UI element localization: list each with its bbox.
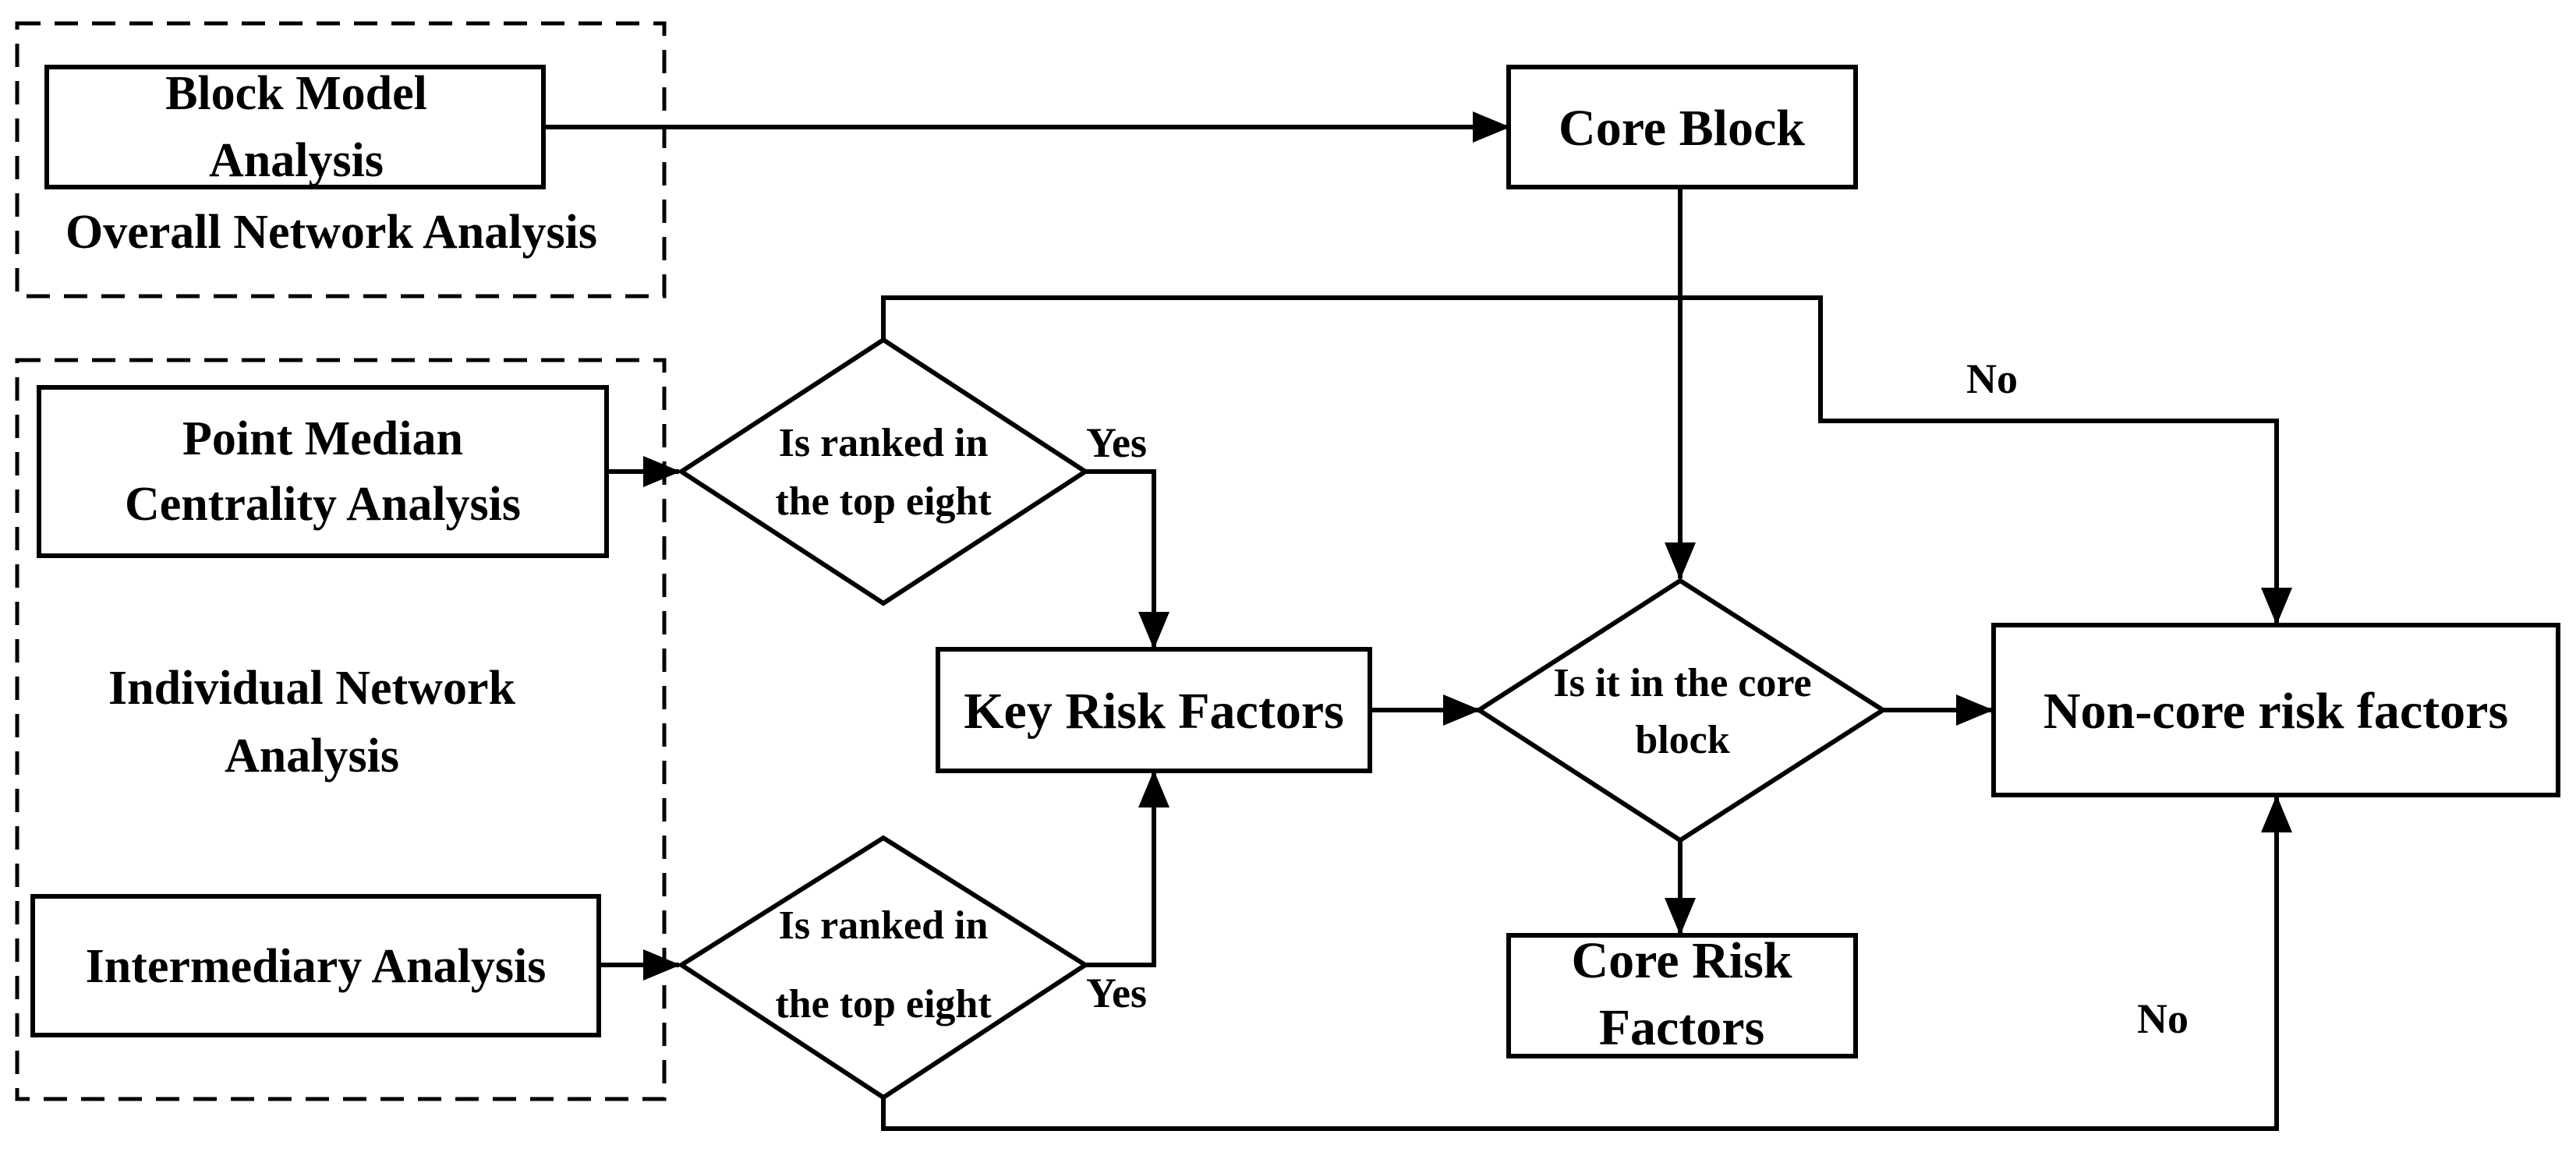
overall-network-label: Overall Network Analysis [65,206,597,259]
core-block-decision-label-line1: Is it in the core [1553,661,1811,705]
arrow-top-eight-1-yes-to-key-risk [1085,469,1169,649]
core-block-decision-label-line2: block [1635,718,1729,762]
intermediary-box [30,894,601,1037]
individual-network-label-line1: Individual Network [108,662,515,715]
arrow-top-eight-2-yes-to-key-risk [1085,770,1169,967]
core-risk-factors-box [1506,933,1858,1058]
non-core-risk-factors-label: Non-core risk factors [2043,683,2508,740]
block-model-label-line2: Analysis [209,134,384,187]
connectors [543,111,2292,1131]
point-median-box [37,385,609,558]
top-eight-1-label-line1: Is ranked in [779,421,989,465]
core-risk-factors-label-line1: Core Risk [1572,932,1792,989]
intermediary-label: Intermediary Analysis [86,940,547,993]
non-core-risk-factors-box [1991,623,2560,797]
no-label-1: No [1966,355,2018,402]
top-eight-decision-1 [677,337,1090,606]
key-risk-factors-label: Key Risk Factors [964,683,1344,740]
individual-network-label-line2: Analysis [225,730,399,783]
block-model-label-line1: Block Model [165,67,427,120]
top-eight-decision-2 [677,835,1090,1101]
arrow-top-eight-1-no-path [881,295,2292,625]
point-median-label-line2: Centrality Analysis [125,478,521,531]
overall-network-group [15,21,667,299]
top-eight-2-label-line1: Is ranked in [779,903,989,948]
individual-network-group [15,358,667,1101]
yes-label-2: Yes [1086,970,1147,1016]
key-risk-factors-box [936,647,1372,773]
top-eight-2-label-line2: the top eight [775,982,992,1027]
no-label-2: No [2137,995,2189,1042]
arrow-top-eight-2-no-path [881,795,2292,1131]
block-model-box [44,65,546,189]
core-block-decision [1474,578,1888,843]
yes-label-1: Yes [1086,419,1147,466]
core-block-box [1506,65,1858,189]
core-block-label: Core Block [1559,100,1805,157]
core-risk-factors-label-line2: Factors [1599,999,1765,1056]
point-median-label-line1: Point Median [182,412,463,465]
top-eight-1-label-line2: the top eight [775,479,992,524]
